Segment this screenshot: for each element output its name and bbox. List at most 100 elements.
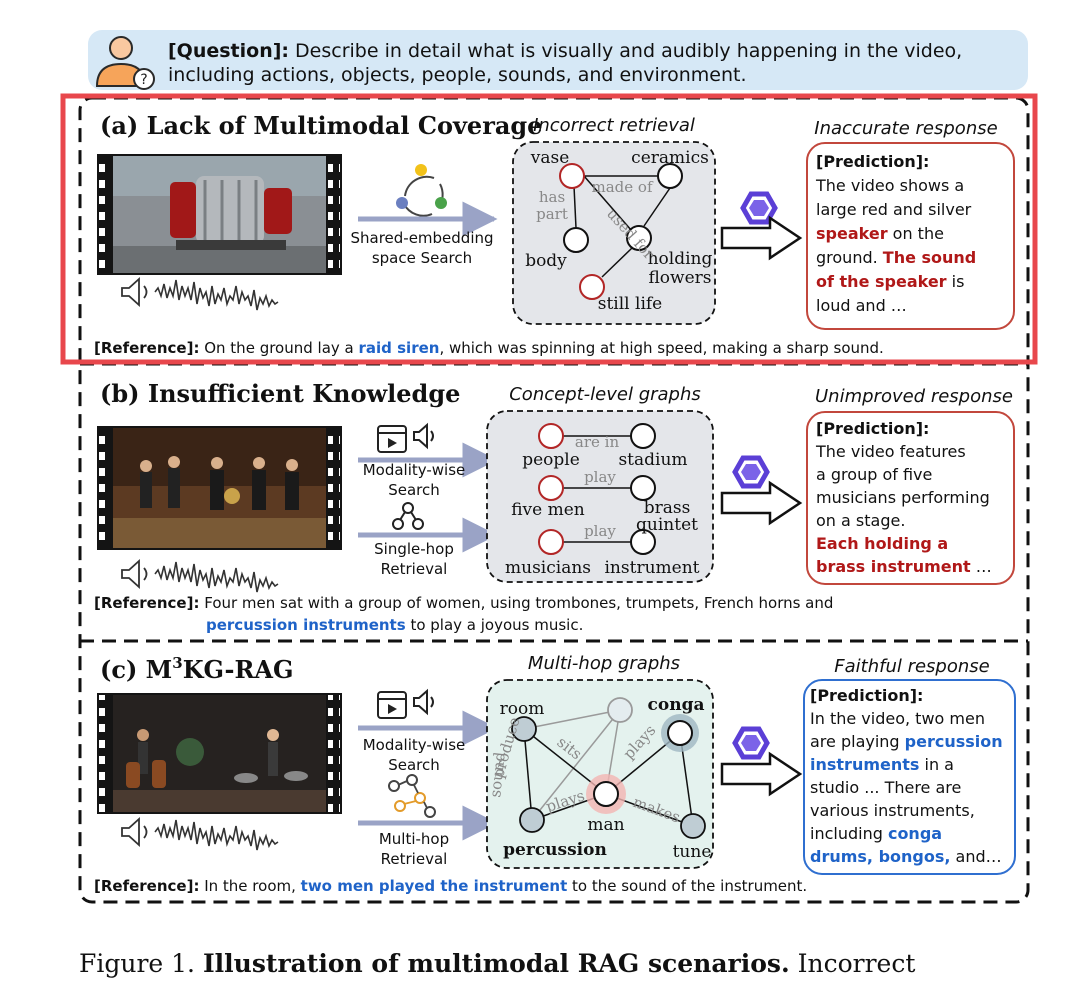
audio-waveform <box>154 819 279 851</box>
speaker-icon <box>413 688 434 716</box>
edge-label: play <box>584 522 616 540</box>
edge-label: has <box>539 188 565 206</box>
search-label-line1: Shared-embedding <box>350 229 493 247</box>
search-label-line2: space Search <box>372 249 472 267</box>
graph-edges-b <box>563 435 631 543</box>
retrieval-label-line2: Retrieval <box>381 850 448 868</box>
retrieval-label-line1: Multi-hop <box>379 830 449 848</box>
node-label: instrument <box>605 558 700 578</box>
prediction-line: drums, bongos, and… <box>810 847 1002 866</box>
response-box-c <box>803 679 1016 875</box>
response-box-b <box>806 411 1015 585</box>
edge-label: sound <box>486 751 509 799</box>
prediction-line: brass instrument … <box>816 557 992 576</box>
node-label: brass <box>644 498 691 518</box>
prediction-c: [Prediction]: In the video, two men are … <box>810 686 1003 866</box>
node-label: room <box>500 699 545 719</box>
edge-label: made of <box>592 178 654 196</box>
node-label: stadium <box>618 450 687 470</box>
prediction-label: [Prediction]: <box>816 419 929 438</box>
search-label-line2: Search <box>388 756 440 774</box>
node-label: holding <box>648 249 713 269</box>
search-label-line2: Search <box>388 481 440 499</box>
speaker-icon <box>121 276 148 308</box>
speaker-icon <box>121 558 148 590</box>
node-label: five men <box>511 500 585 520</box>
video-thumbnail-quintet <box>97 426 342 550</box>
node-label: flowers <box>648 268 711 288</box>
prediction-line: The video shows a <box>815 176 964 195</box>
model-logo-icon <box>732 726 770 760</box>
audio-waveform <box>154 279 279 311</box>
reference-b-line2: percussion instruments to play a joyous … <box>206 616 583 634</box>
prediction-label: [Prediction]: <box>810 686 923 705</box>
node-label: musicians <box>505 558 591 578</box>
prediction-line: The video features <box>815 442 966 461</box>
panel-c-title: (c) M3KG-RAG <box>100 654 294 684</box>
edge-label: are in <box>575 433 620 451</box>
speaker-icon <box>413 422 434 450</box>
response-title-c: Faithful response <box>834 656 989 677</box>
prediction-line: of the speaker is <box>816 272 964 291</box>
model-logo-icon <box>740 191 778 225</box>
embedding-cycle-icon <box>396 164 447 217</box>
node-label: ceramics <box>631 148 709 168</box>
question-text-line2: including actions, objects, people, soun… <box>168 64 747 86</box>
prediction-line: including conga <box>810 824 942 843</box>
video-thumbnail-percussion <box>97 693 342 814</box>
node-label: body <box>525 251 567 271</box>
prediction-line: various instruments, <box>810 801 975 820</box>
response-box-a <box>806 142 1015 330</box>
panel-c: (c) M3KG-RAG <box>94 653 1016 895</box>
node-label: still life <box>598 294 663 314</box>
prediction-line: instruments in a <box>810 755 954 774</box>
prediction-line: are playing percussion <box>810 732 1003 751</box>
output-arrow <box>720 480 803 526</box>
output-arrow <box>720 215 803 261</box>
search-label-line1: Modality-wise <box>363 736 466 754</box>
search-label-line1: Modality-wise <box>363 461 466 479</box>
graph-title-a: Incorrect retrieval <box>533 115 695 136</box>
model-logo-icon <box>732 455 770 489</box>
question-bar: ? [Question]: Describe in detail what is… <box>88 30 1028 90</box>
node-label: quintet <box>636 515 698 535</box>
prediction-line: Each holding a <box>816 534 948 553</box>
prediction-line: a group of five <box>816 465 932 484</box>
prediction-a: [Prediction]: The video shows a large re… <box>815 152 976 315</box>
graph-nodes-a <box>559 163 683 300</box>
svg-text:?: ? <box>140 72 147 88</box>
panel-a-title: (a) Lack of Multimodal Coverage <box>100 111 542 140</box>
prediction-line: on a stage. <box>816 511 905 530</box>
prediction-line: speaker on the <box>816 224 944 243</box>
question-text-line1: [Question]: Describe in detail what is v… <box>168 40 962 62</box>
graph-nodes-c <box>511 697 706 839</box>
node-label: vase <box>530 148 570 168</box>
highlight-frame-a <box>60 93 1038 365</box>
prediction-line: ground. The sound <box>816 248 976 267</box>
user-question-icon: ? <box>95 36 155 90</box>
retrieval-label-line2: Retrieval <box>381 560 448 578</box>
video-clip-icon <box>377 425 407 453</box>
prediction-line: studio ... There are <box>810 778 961 797</box>
reference-c: [Reference]: In the room, two men played… <box>94 877 807 895</box>
prediction-line: loud and … <box>816 296 907 315</box>
figure-caption: Figure 1. Illustration of multimodal RAG… <box>79 949 915 978</box>
response-title-b: Unimproved response <box>815 386 1013 407</box>
graph-title-c: Multi-hop graphs <box>528 653 680 674</box>
edge-label: play <box>584 468 616 486</box>
panel-a: (a) Lack of Multimodal Coverage <box>94 111 1015 357</box>
graph-edges-a <box>573 175 671 278</box>
graph-nodes-b <box>538 423 656 555</box>
response-title-a: Inaccurate response <box>814 118 997 139</box>
prediction-b: [Prediction]: The video features a group… <box>815 419 992 576</box>
node-label: percussion <box>503 840 607 860</box>
retrieval-label-line1: Single-hop <box>374 540 454 558</box>
reference-b-line1: [Reference]: Four men sat with a group o… <box>94 594 833 612</box>
single-hop-icon <box>392 502 424 530</box>
panel-b-title: (b) Insufficient Knowledge <box>100 379 460 408</box>
graph-title-b: Concept-level graphs <box>509 384 701 405</box>
node-label: conga <box>648 695 705 715</box>
prediction-label: [Prediction]: <box>816 152 929 171</box>
speaker-icon <box>121 816 148 848</box>
